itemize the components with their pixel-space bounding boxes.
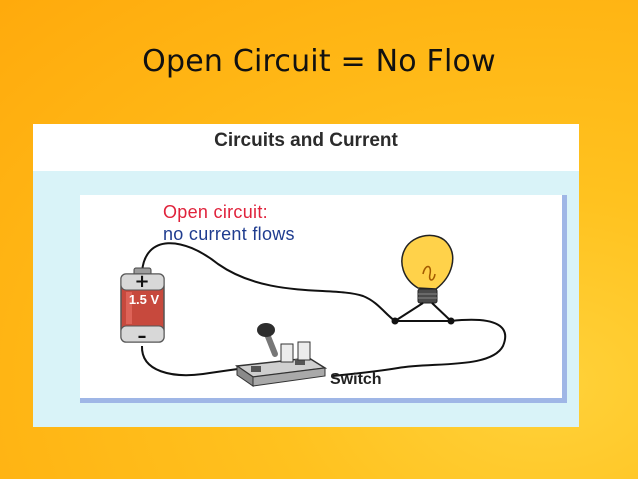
wire-top bbox=[141, 242, 396, 322]
slide-title: Open Circuit = No Flow bbox=[142, 44, 496, 79]
no-current-label: no current flows bbox=[163, 224, 295, 244]
figure-header: Circuits and Current bbox=[33, 124, 579, 171]
open-circuit-label: Open circuit: bbox=[163, 202, 268, 222]
wire-right bbox=[332, 318, 507, 377]
battery-positive-label: + bbox=[134, 271, 150, 292]
wire-left bbox=[140, 345, 246, 377]
light-bulb-icon bbox=[391, 234, 455, 325]
switch-label: Switch bbox=[330, 371, 382, 388]
circuit-diagram bbox=[120, 234, 507, 387]
battery-icon bbox=[120, 267, 165, 343]
battery-negative-label: – bbox=[137, 326, 147, 347]
figure-title: Circuits and Current bbox=[214, 130, 398, 151]
battery-voltage-label: 1.5 V bbox=[128, 292, 160, 307]
circuit-figure: Circuits and Current bbox=[33, 124, 579, 427]
knife-switch-icon bbox=[234, 323, 328, 387]
